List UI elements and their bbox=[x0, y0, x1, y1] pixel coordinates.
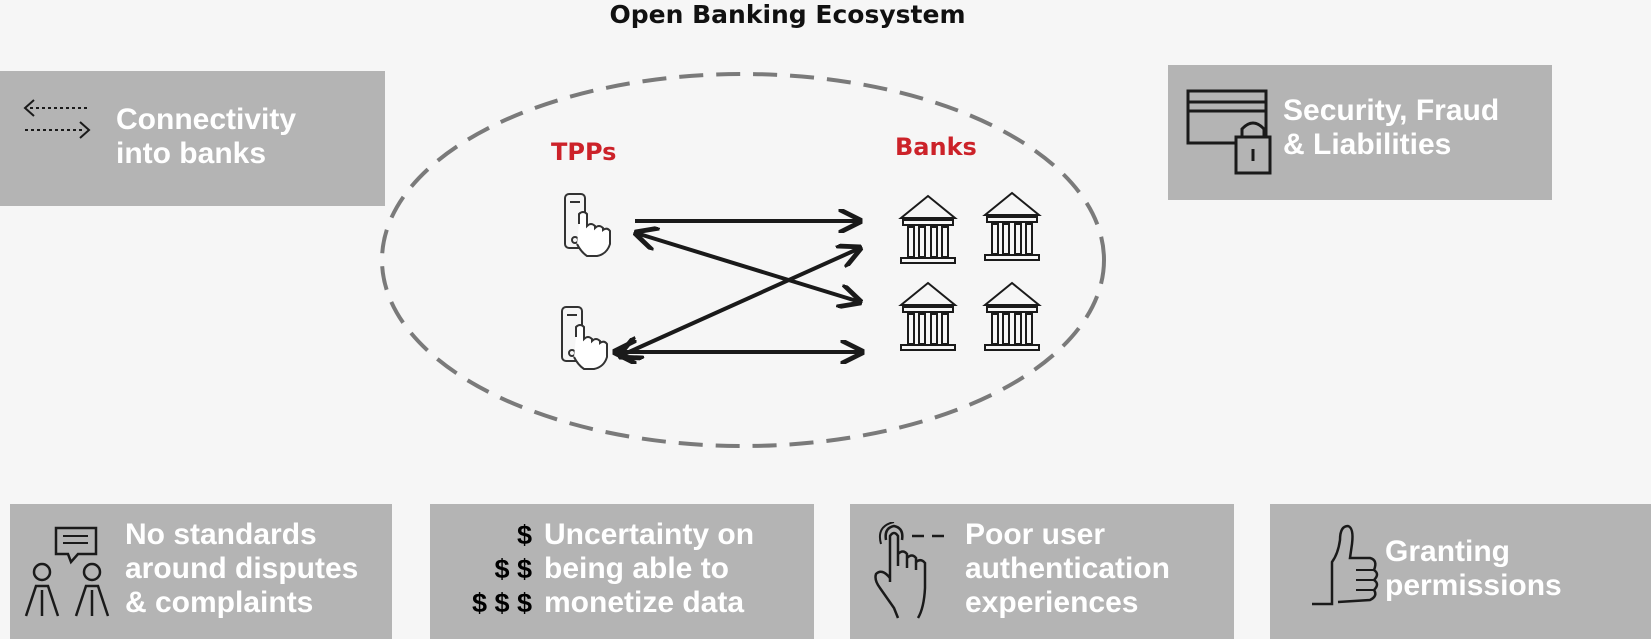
dollar-sign-icon: $ bbox=[516, 520, 532, 550]
authentication-line3: experiences bbox=[965, 586, 1139, 619]
security-line2: & Liabilities bbox=[1283, 128, 1452, 161]
security-line1: Security, Fraud bbox=[1283, 94, 1500, 127]
uncertainty-line1: Uncertainty on bbox=[544, 518, 755, 551]
authentication-box: Poor user authentication experiences bbox=[850, 504, 1234, 639]
standards-line3: & complaints bbox=[125, 586, 314, 619]
permissions-box: Granting permissions bbox=[1270, 504, 1651, 639]
connectivity-line1: Connectivity bbox=[116, 103, 297, 136]
permissions-line2: permissions bbox=[1385, 569, 1562, 602]
uncertainty-line3: monetize data bbox=[544, 586, 745, 619]
standards-line2: around disputes bbox=[125, 552, 359, 585]
card-lock-icon bbox=[1186, 89, 1272, 175]
tpps-label: TPPs bbox=[551, 138, 616, 166]
mobile-hand-icon bbox=[564, 193, 611, 257]
standards-line1: No standards bbox=[125, 518, 317, 551]
authentication-line2: authentication bbox=[965, 552, 1171, 585]
dollar-sign-icon: $ $ bbox=[494, 554, 532, 584]
touch-finger-icon bbox=[874, 522, 944, 619]
thumbs-up-icon bbox=[1312, 524, 1379, 606]
bank-icon bbox=[984, 282, 1040, 351]
arrow-tpp1-bank3 bbox=[636, 233, 860, 302]
connectivity-line2: into banks bbox=[116, 137, 267, 170]
connectivity-box: Connectivity into banks bbox=[0, 71, 385, 206]
security-box: Security, Fraud & Liabilities bbox=[1168, 65, 1552, 200]
standards-box: No standards around disputes & complaint… bbox=[10, 504, 392, 639]
permissions-line1: Granting bbox=[1385, 535, 1510, 568]
people-chat-icon bbox=[24, 526, 110, 617]
bank-icon bbox=[900, 195, 956, 264]
uncertainty-box: $ $ $ $ $ $ Uncertainty on being able to… bbox=[430, 504, 814, 639]
dollar-sign-icon: $ $ $ bbox=[471, 588, 532, 618]
banks-label: Banks bbox=[895, 133, 977, 161]
mobile-hand-icon bbox=[561, 306, 608, 370]
bank-icon bbox=[984, 192, 1040, 261]
bidirectional-arrows-icon bbox=[23, 99, 91, 139]
arrow-tpp2-bank1 bbox=[620, 248, 860, 356]
bank-icon bbox=[900, 282, 956, 351]
page-title: Open Banking Ecosystem bbox=[609, 0, 966, 29]
authentication-line1: Poor user bbox=[965, 518, 1106, 551]
ecosystem-ellipse bbox=[380, 72, 1106, 448]
uncertainty-line2: being able to bbox=[544, 552, 730, 585]
